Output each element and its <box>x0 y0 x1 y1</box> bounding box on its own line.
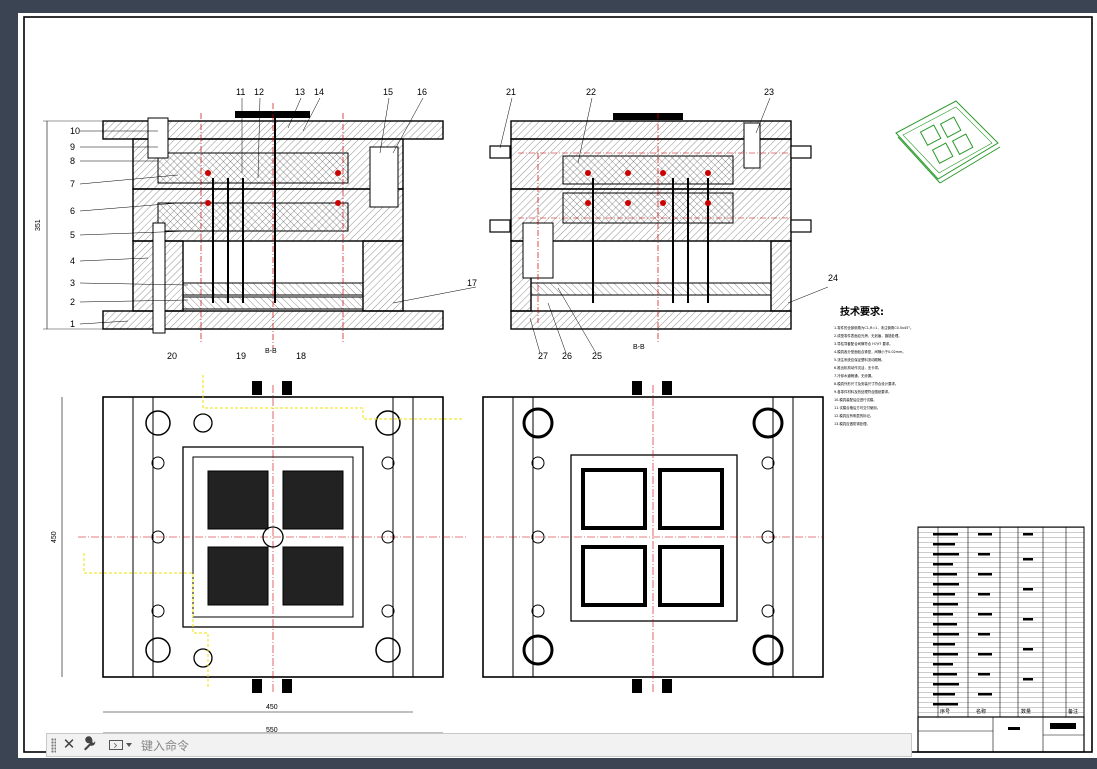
label-16: 16 <box>417 87 427 97</box>
isometric-part-preview <box>895 100 1001 184</box>
svg-text:数量: 数量 <box>1021 708 1031 715</box>
plan-view-moving-half <box>482 381 824 693</box>
label-1: 1 <box>70 319 75 329</box>
label-13: 13 <box>295 87 305 97</box>
top-toolbar-strip <box>0 0 1097 13</box>
status-bar <box>0 758 1097 769</box>
svg-text:6.推出机构动作灵活，无卡滞。: 6.推出机构动作灵活，无卡滞。 <box>834 365 881 370</box>
label-3: 3 <box>70 278 75 288</box>
front-section-view <box>43 103 444 348</box>
svg-text:8.模具外形尺寸及安装尺寸符合设计要求。: 8.模具外形尺寸及安装尺寸符合设计要求。 <box>834 381 898 386</box>
command-prompt-icon[interactable] <box>107 736 132 754</box>
section-mark-right: B-B <box>633 344 645 351</box>
side-part-leaders <box>499 97 829 354</box>
label-19: 19 <box>236 351 246 361</box>
label-9: 9 <box>70 142 75 152</box>
label-27: 27 <box>538 351 548 361</box>
label-20: 20 <box>167 351 177 361</box>
side-section-view <box>489 113 812 343</box>
left-part-labels <box>79 130 189 325</box>
label-5: 5 <box>70 230 75 240</box>
drag-handle-icon[interactable] <box>51 738 56 753</box>
tech-requirements-list: 1.零件的全部倒角为C1,R=1，未注倒角C0.5x45°。 2.成型零件表面应… <box>834 325 913 426</box>
dim-height-side: 351 <box>35 219 42 231</box>
label-15: 15 <box>383 87 393 97</box>
label-6: 6 <box>70 206 75 216</box>
svg-text:序号: 序号 <box>940 708 950 715</box>
section-mark-left: B-B <box>265 348 277 355</box>
chevron-down-icon <box>126 743 132 747</box>
label-26: 26 <box>562 351 572 361</box>
label-22: 22 <box>586 87 596 97</box>
svg-text:5.浇注系统应保证塑料流动顺畅。: 5.浇注系统应保证塑料流动顺畅。 <box>834 357 885 362</box>
dim-plan-height: 450 <box>51 531 58 543</box>
svg-text:10.模具装配后应进行试模。: 10.模具装配后应进行试模。 <box>834 397 877 402</box>
dim-plan-total-width: 550 <box>266 727 278 734</box>
label-11: 11 <box>236 87 245 97</box>
svg-text:9.各零件材料及热处理符合图纸要求。: 9.各零件材料及热处理符合图纸要求。 <box>834 389 891 394</box>
dim-plan-width: 450 <box>266 704 278 711</box>
top-part-labels <box>241 97 477 304</box>
plan-view-fixed-half <box>61 375 468 734</box>
label-23: 23 <box>764 87 774 97</box>
close-icon[interactable]: ✕ <box>62 736 76 753</box>
label-12: 12 <box>254 87 264 97</box>
svg-text:13.模具应做防锈处理。: 13.模具应做防锈处理。 <box>834 421 870 426</box>
tech-requirements-title: 技术要求: <box>840 305 884 318</box>
label-24: 24 <box>828 273 838 283</box>
svg-text:11.试模合格后方可交付使用。: 11.试模合格后方可交付使用。 <box>834 405 880 410</box>
label-4: 4 <box>70 256 75 266</box>
command-line-bar: ✕ <box>46 733 912 757</box>
label-25: 25 <box>592 351 602 361</box>
wrench-icon[interactable] <box>80 736 98 754</box>
svg-text:备注: 备注 <box>1068 708 1078 715</box>
cad-drawing-sheet: 351 10 9 8 7 6 5 4 3 2 1 11 12 13 14 15 … <box>23 16 1093 753</box>
svg-text:12.模具应有明显的标记。: 12.模具应有明显的标记。 <box>834 413 873 418</box>
label-14: 14 <box>314 87 324 97</box>
drawing-canvas[interactable]: 351 10 9 8 7 6 5 4 3 2 1 11 12 13 14 15 … <box>18 13 1097 758</box>
svg-text:3.导柱导套配合间隙符合 H7/f7 要求。: 3.导柱导套配合间隙符合 H7/f7 要求。 <box>834 341 893 346</box>
title-block <box>917 716 1085 753</box>
label-18: 18 <box>296 351 306 361</box>
bill-of-materials-table: 序号 名称 数量 备注 <box>917 526 1085 718</box>
svg-text:4.模具各分型面贴合紧密，间隙小于0.02mm。: 4.模具各分型面贴合紧密，间隙小于0.02mm。 <box>834 349 906 354</box>
label-7: 7 <box>70 179 75 189</box>
label-17: 17 <box>467 278 477 288</box>
label-2: 2 <box>70 297 75 307</box>
svg-text:2.成型零件表面应光滑，无划痕，镀铬处理。: 2.成型零件表面应光滑，无划痕，镀铬处理。 <box>834 333 902 338</box>
svg-text:7.冷却水道畅通，无渗漏。: 7.冷却水道畅通，无渗漏。 <box>834 373 875 378</box>
command-input[interactable] <box>139 736 903 756</box>
label-10: 10 <box>70 126 80 136</box>
svg-text:1.零件的全部倒角为C1,R=1，未注倒角C0.5x45°。: 1.零件的全部倒角为C1,R=1，未注倒角C0.5x45°。 <box>834 325 913 330</box>
label-8: 8 <box>70 156 75 166</box>
svg-text:名称: 名称 <box>976 708 986 715</box>
label-21: 21 <box>506 87 516 97</box>
